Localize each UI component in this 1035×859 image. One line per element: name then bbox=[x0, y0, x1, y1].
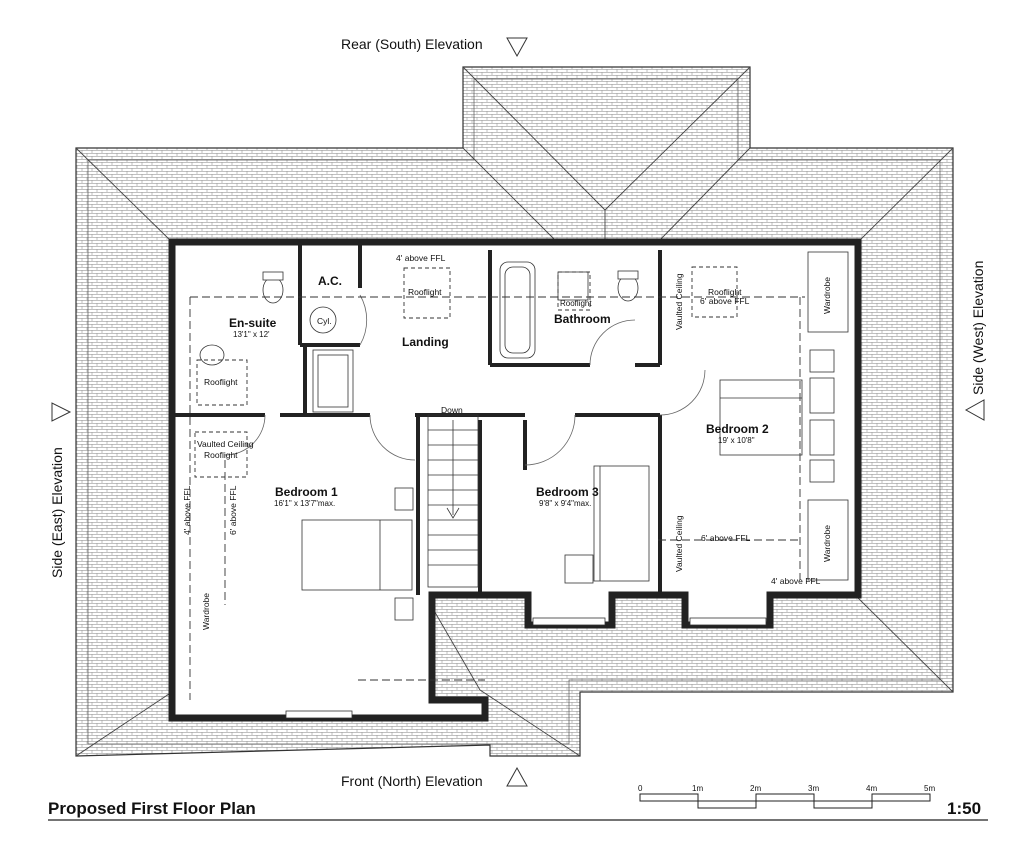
front-elevation-arrow-icon bbox=[506, 766, 528, 787]
vaulted-ceiling-bed1: Vaulted Ceiling bbox=[197, 439, 254, 449]
doors bbox=[224, 294, 706, 466]
wardrobe-bed1: Wardrobe bbox=[201, 593, 211, 630]
down-label: Down bbox=[441, 405, 463, 415]
bathroom-name: Bathroom bbox=[554, 312, 611, 326]
vaulted-ceiling-bottom: Vaulted Ceiling bbox=[674, 515, 684, 572]
annotations: Cyl. Down 4' above FFL Rooflight Rooflig… bbox=[182, 253, 832, 630]
above-ffl-bed1-6: 6' above FFL bbox=[228, 485, 238, 535]
rooflight-bed1: Rooflight bbox=[204, 450, 238, 460]
rooflights bbox=[194, 266, 738, 478]
bedroom2-dims: 19' x 10'8" bbox=[718, 436, 755, 445]
windows bbox=[285, 617, 767, 719]
drawing-scale: 1:50 bbox=[947, 799, 981, 818]
above-ffl-bedroom2-corner: 4' above FFL bbox=[771, 576, 821, 586]
bedroom3-name: Bedroom 3 bbox=[536, 485, 599, 499]
room-labels: En-suite 13'1" x 12' A.C. Landing Bathro… bbox=[229, 274, 769, 508]
bedroom1-dims: 16'1" x 13'7"max. bbox=[274, 499, 335, 508]
east-elevation-arrow-icon bbox=[51, 402, 72, 422]
above-ffl-bedroom2-top: 6' above FFL bbox=[700, 296, 750, 306]
scale-bar: 0 1m 2m 3m 4m 5m bbox=[638, 784, 935, 809]
above-ffl-bedroom2-bottom: 6' above FFL bbox=[701, 533, 751, 543]
rooflight-bedroom2: Rooflight bbox=[708, 287, 742, 297]
ensuite-dims: 13'1" x 12' bbox=[233, 330, 270, 339]
front-elevation-label: Front (North) Elevation bbox=[341, 773, 483, 789]
above-ffl-bed1-4: 4' above FFL bbox=[182, 485, 192, 535]
wardrobe-bed2-bottom: Wardrobe bbox=[822, 525, 832, 562]
east-elevation-label: Side (East) Elevation bbox=[49, 447, 65, 578]
furniture bbox=[301, 251, 849, 621]
rear-elevation-label: Rear (South) Elevation bbox=[341, 36, 483, 52]
wardrobe-bed2-top: Wardrobe bbox=[822, 277, 832, 314]
drawing-title: Proposed First Floor Plan bbox=[48, 799, 256, 818]
scale-tick-1: 1m bbox=[692, 784, 703, 793]
cylinder-label: Cyl. bbox=[317, 316, 332, 326]
head-height-lines bbox=[189, 296, 805, 700]
sanitary-fixtures bbox=[199, 261, 639, 413]
rooflight-landing: Rooflight bbox=[408, 287, 442, 297]
staircase bbox=[427, 414, 479, 588]
scale-tick-4: 4m bbox=[866, 784, 877, 793]
scale-tick-0: 0 bbox=[638, 784, 643, 793]
bedroom2-name: Bedroom 2 bbox=[706, 422, 769, 436]
scale-tick-2: 2m bbox=[750, 784, 761, 793]
scale-tick-3: 3m bbox=[808, 784, 819, 793]
west-elevation-arrow-icon bbox=[964, 399, 985, 421]
title-block: Proposed First Floor Plan 1:50 bbox=[48, 799, 988, 821]
ensuite-name: En-suite bbox=[229, 316, 277, 330]
above-ffl-landing: 4' above FFL bbox=[396, 253, 446, 263]
vaulted-ceiling-top: Vaulted Ceiling bbox=[674, 273, 684, 330]
bedroom3-dims: 9'8" x 9'4"max. bbox=[539, 499, 591, 508]
rooflight-ensuite: Rooflight bbox=[204, 377, 238, 387]
scale-tick-5: 5m bbox=[924, 784, 935, 793]
rear-elevation-arrow-icon bbox=[506, 37, 528, 58]
bedroom1-name: Bedroom 1 bbox=[275, 485, 338, 499]
ac-name: A.C. bbox=[318, 274, 342, 288]
west-elevation-label: Side (West) Elevation bbox=[970, 261, 986, 395]
rooflight-bathroom: Rooflight bbox=[560, 299, 592, 308]
walls bbox=[168, 238, 862, 722]
landing-name: Landing bbox=[402, 335, 449, 349]
elevation-markers: Rear (South) Elevation Front (North) Ele… bbox=[49, 36, 986, 789]
